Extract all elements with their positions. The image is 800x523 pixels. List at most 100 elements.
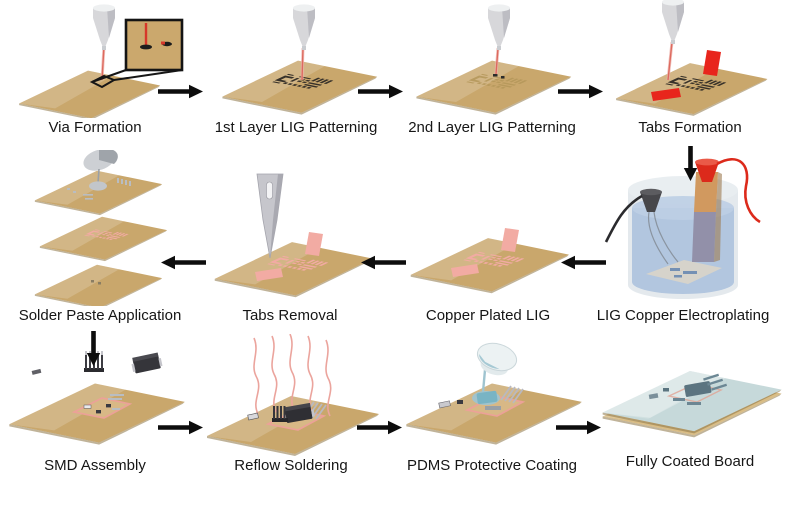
panel-via-formation: Via Formation: [0, 0, 190, 136]
blade-icon: [256, 173, 284, 259]
illustration-first-layer-lig: [222, 4, 378, 115]
onboard-components: [438, 385, 524, 410]
illustration-electroplating: [604, 158, 761, 299]
laser-beam-core: [301, 47, 304, 81]
panel-tabs-removal: Tabs Removal: [195, 150, 385, 324]
copper-pattern-outline: [71, 397, 133, 419]
smd-ic-chip: [131, 352, 163, 374]
illustration-reflow: [207, 334, 379, 456]
circuit-board: [616, 63, 768, 116]
via-dot: [98, 282, 101, 285]
illustration-copper-plated: [410, 228, 569, 294]
laser-head-icon: [488, 4, 510, 50]
illustration-tabs-removal: [214, 173, 373, 298]
via-dot: [91, 280, 94, 283]
laser-beam-core: [101, 45, 105, 81]
panel-tabs-formation: Tabs Formation: [595, 0, 785, 136]
step-label: Copper Plated LIG: [425, 307, 551, 324]
circuit-board: [214, 242, 373, 298]
circuit-board: [19, 70, 161, 118]
circuit-board: [410, 238, 569, 294]
stencil-board: [34, 264, 163, 306]
circuit-board: [416, 60, 572, 115]
panel-lig-copper-electroplating: LIG Copper Electroplating: [588, 150, 778, 324]
flow-arrow-down: [86, 331, 101, 366]
pattern-board: [39, 216, 168, 262]
illustration-second-layer-lig: [416, 4, 572, 115]
flow-arrow-right: [558, 84, 603, 99]
magnifier-line: [113, 69, 183, 81]
flow-arrow-down: [683, 146, 698, 181]
illustration-pdms: [406, 342, 582, 445]
flow-arrow-left: [361, 255, 406, 270]
step-label: Via Formation: [48, 119, 142, 136]
flow-arrow-right: [556, 420, 601, 435]
step-label: PDMS Protective Coating: [406, 457, 578, 474]
step-label: Reflow Soldering: [234, 457, 348, 474]
flow-arrow-right: [158, 420, 203, 435]
step-label: Tabs Formation: [638, 119, 742, 136]
red-clip: [695, 158, 761, 224]
onboard-components: [83, 394, 124, 414]
laser-beam-core: [495, 47, 499, 75]
black-clip: [604, 188, 679, 265]
panel-pdms-coating: PDMS Protective Coating: [397, 340, 587, 474]
illustration-tabs-formation: [616, 0, 768, 116]
panel-second-layer-lig: 2nd Layer LIG Patterning: [397, 0, 587, 136]
red-tab: [703, 50, 721, 76]
via-laser-spot: [161, 41, 165, 45]
copper-anode: [692, 172, 722, 262]
coated-chip: [476, 390, 498, 405]
laser-head-icon: [293, 4, 315, 50]
step-label: Solder Paste Application: [18, 307, 182, 324]
cathode-lead: [653, 211, 679, 263]
flow-arrow-right: [158, 84, 203, 99]
step-label: 2nd Layer LIG Patterning: [408, 119, 576, 136]
copper-tab: [501, 228, 519, 252]
via-marker: [493, 74, 498, 77]
smd-resistor: [247, 412, 259, 421]
pdms-beaker-icon: [476, 342, 518, 376]
coating-sheen: [600, 370, 726, 418]
flow-arrow-left: [161, 255, 206, 270]
encapsulated-components: [648, 373, 728, 405]
flow-arrow-left: [561, 255, 606, 270]
pdms-stream: [481, 369, 487, 393]
magnifier-inset: [124, 18, 184, 72]
via-marker: [501, 76, 505, 79]
panel-reflow-soldering: Reflow Soldering: [196, 334, 386, 474]
illustration-solder-paste: [34, 150, 168, 306]
step-label: Fully Coated Board: [625, 453, 755, 470]
smd-resistor: [31, 368, 42, 375]
cathode-lead: [647, 211, 669, 265]
submerged-board: [646, 260, 722, 284]
step-label: SMD Assembly: [44, 457, 146, 474]
panel-fully-coated: Fully Coated Board: [595, 340, 785, 470]
flow-arrow-right: [358, 84, 403, 99]
laser-head-icon: [93, 4, 115, 50]
copper-tab: [305, 232, 323, 256]
red-wire: [716, 158, 761, 224]
illustration-fully-coated: [600, 370, 782, 438]
laser-beam-core: [667, 41, 673, 81]
blade-slot: [266, 181, 273, 200]
panel-solder-paste: Solder Paste Application: [5, 150, 195, 324]
step-label: LIG Copper Electroplating: [596, 307, 770, 324]
magnifier-line: [91, 69, 127, 83]
paste-dispenser-icon: [83, 150, 118, 191]
red-tab: [651, 88, 681, 101]
paste-dots: [67, 178, 131, 200]
panel-first-layer-lig: 1st Layer LIG Patterning: [201, 0, 391, 136]
circuit-board: [222, 60, 378, 115]
soldered-pin-header: [272, 406, 288, 422]
step-label: 1st Layer LIG Patterning: [214, 119, 378, 136]
heat-waves: [253, 334, 332, 417]
step-label: Tabs Removal: [242, 307, 338, 324]
illustration-via-formation: [19, 4, 184, 118]
black-wire: [604, 194, 643, 243]
flow-arrow-right: [357, 420, 402, 435]
copper-tab: [451, 264, 479, 277]
copper-tab: [255, 268, 283, 281]
via-marker: [140, 44, 152, 50]
